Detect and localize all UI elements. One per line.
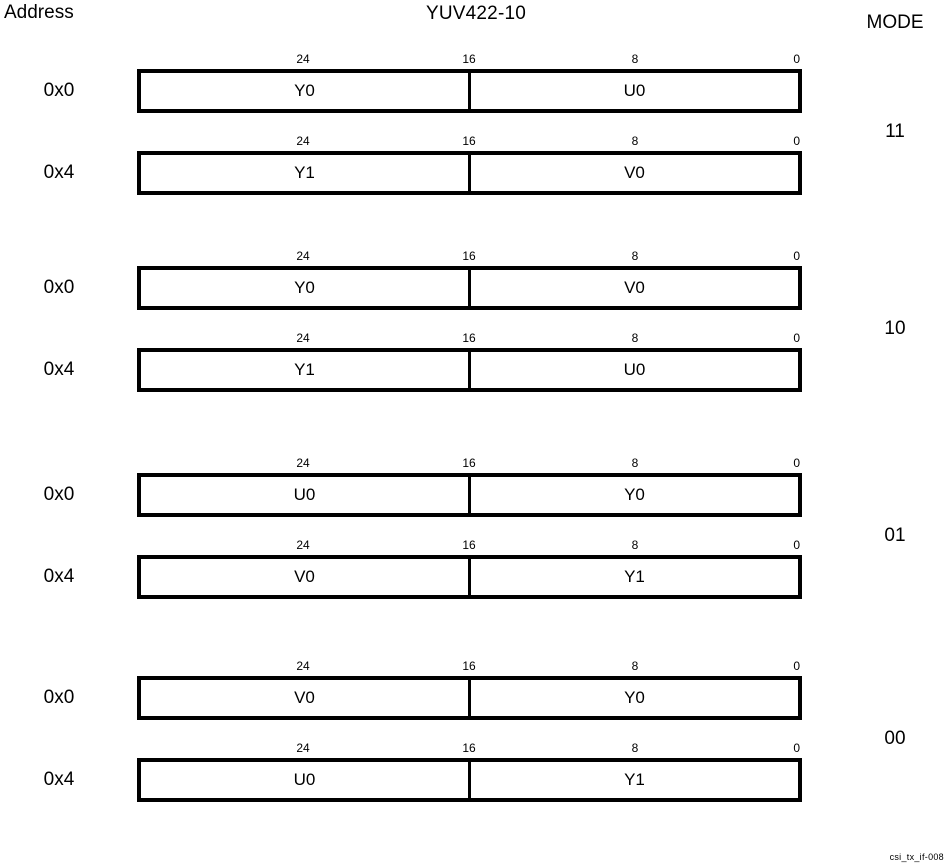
register-box: Y0 V0 [137, 266, 802, 310]
mode-value: 11 [885, 121, 905, 142]
register-field-low: U0 [623, 81, 646, 100]
bit-tick-24: 24 [296, 249, 310, 263]
register-field-high: U0 [141, 762, 471, 798]
bit-tick-0: 0 [793, 249, 800, 263]
register-field-low: Y0 [624, 688, 645, 707]
address-label: 0x4 [43, 359, 75, 380]
bit-tick-24: 24 [296, 456, 310, 470]
bit-tick-8: 8 [631, 456, 639, 470]
bit-tick-0: 0 [793, 538, 800, 552]
bit-index-ruler: 24 16 8 0 [137, 538, 802, 554]
register-field-high: Y0 [141, 73, 471, 109]
bit-tick-0: 0 [793, 659, 800, 673]
address-label: 0x4 [43, 566, 75, 587]
bit-tick-16: 16 [462, 52, 476, 66]
register-field-low: V0 [624, 163, 645, 182]
address-label: 0x0 [43, 484, 75, 505]
bit-tick-0: 0 [793, 52, 800, 66]
diagram-title: YUV422-10 [425, 3, 527, 24]
bit-index-ruler: 24 16 8 0 [137, 659, 802, 675]
figure-id-label: csi_tx_if-008 [889, 852, 944, 862]
bit-tick-8: 8 [631, 134, 639, 148]
mode-value: 10 [884, 318, 906, 339]
address-column-header: Address [4, 2, 74, 23]
bit-tick-24: 24 [296, 331, 310, 345]
mode-value: 01 [884, 525, 906, 546]
bit-tick-8: 8 [631, 331, 639, 345]
bit-tick-0: 0 [793, 741, 800, 755]
bit-tick-24: 24 [296, 659, 310, 673]
bit-tick-24: 24 [296, 741, 310, 755]
bit-tick-8: 8 [631, 659, 639, 673]
register-field-high: U0 [141, 477, 471, 513]
address-label: 0x4 [43, 769, 75, 790]
bit-tick-16: 16 [462, 538, 476, 552]
bit-tick-16: 16 [462, 659, 476, 673]
bit-index-ruler: 24 16 8 0 [137, 134, 802, 150]
register-field-high: Y1 [141, 155, 471, 191]
register-box: V0 Y1 [137, 555, 802, 599]
register-box: V0 Y0 [137, 676, 802, 720]
bit-index-ruler: 24 16 8 0 [137, 456, 802, 472]
mode-column-header: MODE [866, 12, 924, 33]
bit-index-ruler: 24 16 8 0 [137, 331, 802, 347]
address-label: 0x4 [43, 162, 75, 183]
bit-tick-16: 16 [462, 134, 476, 148]
bit-tick-24: 24 [296, 538, 310, 552]
address-label: 0x0 [43, 687, 75, 708]
bit-tick-24: 24 [296, 134, 310, 148]
bit-tick-0: 0 [793, 331, 800, 345]
register-field-low: V0 [624, 278, 645, 297]
bit-tick-16: 16 [462, 249, 476, 263]
register-box: Y0 U0 [137, 69, 802, 113]
register-field-low: Y0 [624, 485, 645, 504]
register-box: U0 Y0 [137, 473, 802, 517]
bit-tick-16: 16 [462, 331, 476, 345]
bit-tick-8: 8 [631, 249, 639, 263]
register-box: U0 Y1 [137, 758, 802, 802]
bit-index-ruler: 24 16 8 0 [137, 741, 802, 757]
register-field-low: Y1 [624, 567, 645, 586]
bit-tick-8: 8 [631, 741, 639, 755]
bit-tick-0: 0 [793, 456, 800, 470]
bit-tick-8: 8 [631, 52, 639, 66]
bit-tick-0: 0 [793, 134, 800, 148]
bit-index-ruler: 24 16 8 0 [137, 52, 802, 68]
bit-tick-16: 16 [462, 456, 476, 470]
address-label: 0x0 [43, 277, 75, 298]
mode-value: 00 [884, 728, 906, 749]
bit-tick-24: 24 [296, 52, 310, 66]
register-field-high: Y1 [141, 352, 471, 388]
register-field-low: U0 [623, 360, 646, 379]
register-box: Y1 V0 [137, 151, 802, 195]
bit-index-ruler: 24 16 8 0 [137, 249, 802, 265]
register-field-high: Y0 [141, 270, 471, 306]
register-field-high: V0 [141, 680, 471, 716]
register-field-low: Y1 [624, 770, 645, 789]
address-label: 0x0 [43, 80, 75, 101]
bit-tick-16: 16 [462, 741, 476, 755]
bit-tick-8: 8 [631, 538, 639, 552]
register-box: Y1 U0 [137, 348, 802, 392]
register-field-high: V0 [141, 559, 471, 595]
